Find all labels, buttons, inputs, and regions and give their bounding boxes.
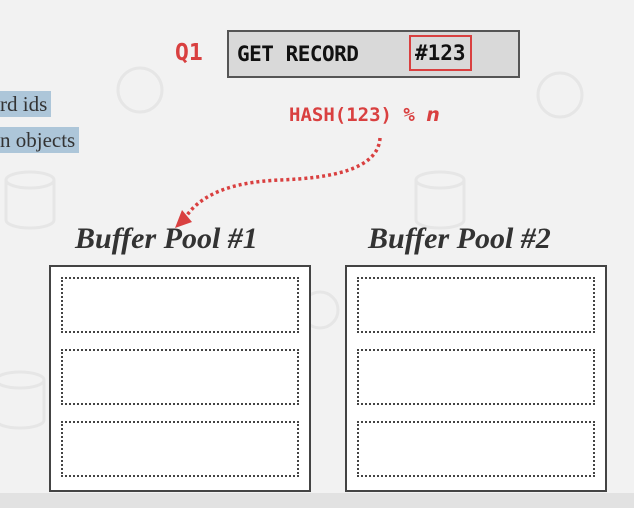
page-frame (61, 349, 299, 405)
query-label: Q1 (175, 40, 203, 66)
query-command-box: GET RECORD #123 (227, 30, 520, 78)
page-frame (61, 421, 299, 477)
highlighted-text-line-2: n objects (0, 127, 80, 153)
record-id: #123 (409, 35, 472, 71)
buffer-pool-1-title: Buffer Pool #1 (75, 222, 258, 255)
buffer-pool-1 (49, 265, 311, 492)
query-command: GET RECORD (237, 42, 359, 66)
page-frame (357, 277, 595, 333)
page-frame (357, 421, 595, 477)
hash-modulus-variable: n (426, 104, 440, 126)
page-frame (357, 349, 595, 405)
page-frame (61, 277, 299, 333)
hash-expression: HASH(123) % n (289, 100, 440, 130)
hash-function: HASH(123) % (289, 104, 427, 126)
buffer-pool-2 (345, 265, 607, 492)
buffer-pool-2-title: Buffer Pool #2 (368, 222, 551, 255)
bottom-bar (0, 493, 634, 508)
highlighted-text-line-1: rd ids (0, 91, 52, 117)
